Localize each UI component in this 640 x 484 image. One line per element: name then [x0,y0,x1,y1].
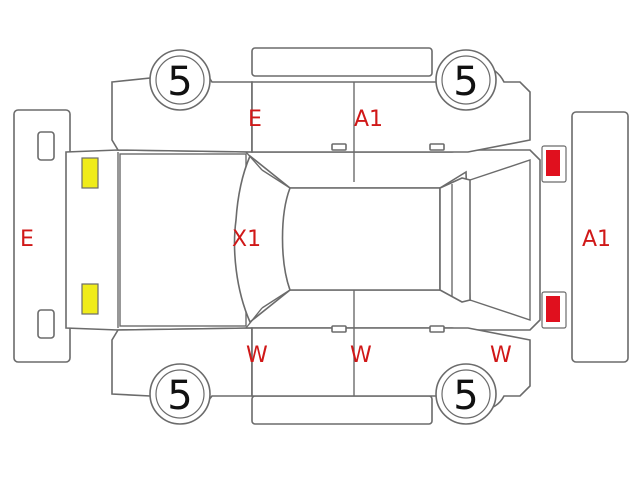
wheel-rear-right-label: 5 [453,373,478,419]
wheel-rear-left-label: 5 [453,59,478,105]
a-pillar-top [245,151,263,171]
mark-rear-door-top: A1 [354,107,383,132]
wheel-front-right-label: 5 [167,373,192,419]
door-handle-rear-top [429,143,445,151]
roof-bar-bottom [251,395,433,425]
roof-panel [281,187,441,291]
mark-front-bumper: E [20,227,34,252]
mark-rear-door-bottom: W [350,343,372,368]
front-bumper-slot-top [37,131,55,161]
front-lamp-top [81,157,99,189]
wheel-rear-right: 5 [435,363,497,425]
mark-front-door-top: E [248,107,262,132]
a-pillar-bottom [245,307,263,329]
rear-lamp-bottom-fill [546,296,560,322]
door-handle-rear-bottom [429,325,445,333]
mark-windshield: X1 [232,227,261,252]
rear-window [439,177,471,303]
rear-lamp-top-fill [546,150,560,176]
wheel-rear-left: 5 [435,49,497,111]
front-bumper-slot-bottom [37,309,55,339]
door-handle-front-top [331,143,347,151]
door-handle-front-bottom [331,325,347,333]
mark-rear-quarter-bottom: W [490,343,512,368]
rear-hatch [469,159,531,321]
rear-bumper [571,111,629,363]
roof-bar-top [251,47,433,77]
mark-front-door-bottom: W [246,343,268,368]
wheel-front-left-label: 5 [167,59,192,105]
front-lamp-bottom [81,283,99,315]
wheel-front-left: 5 [149,49,211,111]
wheel-front-right: 5 [149,363,211,425]
mark-rear-bumper: A1 [582,227,611,252]
